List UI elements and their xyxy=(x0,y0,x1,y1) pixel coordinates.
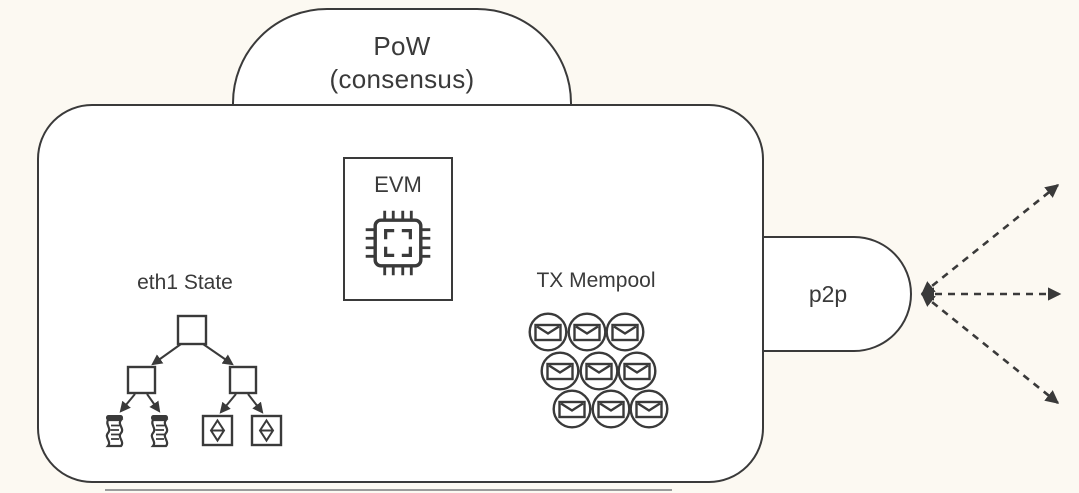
eth1-state-tree xyxy=(105,314,283,448)
tree-edges xyxy=(119,343,264,414)
tree-edge xyxy=(219,393,237,414)
envelope-icon xyxy=(540,351,580,391)
envelope-icon xyxy=(591,389,631,429)
tree-node-branch-right xyxy=(228,365,258,395)
envelope-icon xyxy=(617,351,657,391)
scroll-icon xyxy=(150,415,169,448)
eth-diamond-icon xyxy=(201,414,234,447)
cpu-chip-icon xyxy=(365,210,431,276)
envelope-icon xyxy=(567,312,607,352)
tree-edge xyxy=(119,393,136,413)
tree-edge xyxy=(202,343,234,366)
p2p-arrow-up-right xyxy=(920,183,1060,296)
evm-node: EVM xyxy=(343,157,453,301)
tree-edge xyxy=(146,393,161,413)
envelope-icon xyxy=(552,389,592,429)
scroll-icon xyxy=(105,415,124,448)
tree-edge xyxy=(247,393,264,414)
cut-off-shape-edge xyxy=(105,489,672,491)
evm-label: EVM xyxy=(374,172,422,197)
p2p-arrow-down-right xyxy=(920,292,1060,405)
tx-mempool-label: TX Mempool xyxy=(536,269,656,292)
pow-label-line1: PoW xyxy=(373,31,431,61)
envelope-icon xyxy=(579,351,619,391)
mempool-grid xyxy=(528,312,693,442)
pow-label-line2: (consensus) xyxy=(329,64,475,94)
p2p-label: p2p xyxy=(808,280,848,307)
tree-edge xyxy=(151,343,182,366)
envelope-icon xyxy=(605,312,645,352)
envelope-icon xyxy=(528,312,568,352)
tree-node-branch-left xyxy=(126,365,157,395)
envelope-icon xyxy=(629,389,669,429)
tree-node-root xyxy=(176,314,208,346)
eth-diamond-icon xyxy=(250,414,283,447)
eth1-state-label: eth1 State xyxy=(137,271,233,294)
